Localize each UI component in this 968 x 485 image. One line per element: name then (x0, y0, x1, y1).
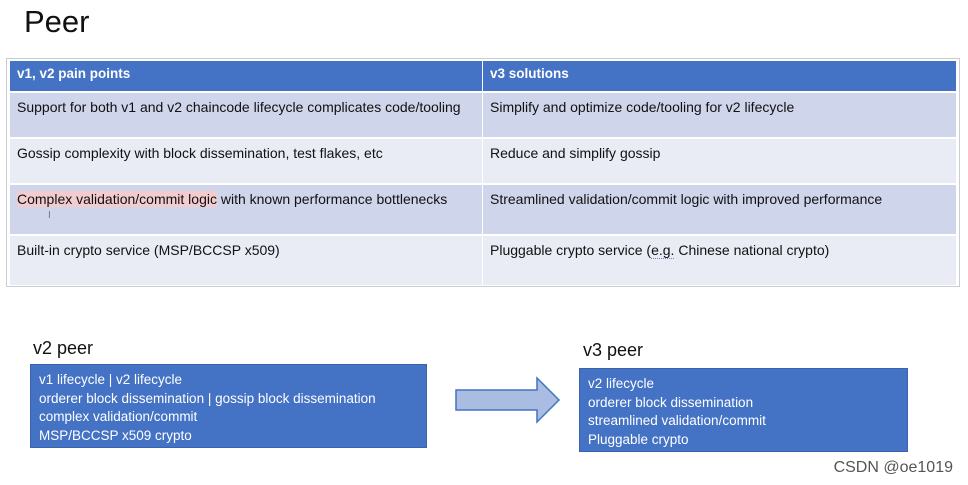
table-cell: Streamlined validation/commit logic with… (482, 183, 957, 235)
box-line: orderer block dissemination (588, 394, 754, 410)
table-row: Support for both v1 and v2 chaincode lif… (9, 91, 957, 138)
v2-peer-caption: v2 peer (33, 338, 94, 358)
v3-peer-caption: v3 peer (583, 340, 644, 360)
right-arrow-icon (455, 376, 561, 424)
v2-peer-box: v1 lifecycle | v2 lifecycle orderer bloc… (30, 364, 427, 448)
table-cell: Complex validation/commit logic with kno… (9, 183, 483, 235)
table-cell: Built-in crypto service (MSP/BCCSP x509) (9, 234, 483, 285)
table-row: Complex validation/commit logic with kno… (9, 183, 957, 235)
table-cell: Pluggable crypto service (e.g. Chinese n… (482, 234, 957, 285)
box-line: MSP/BCCSP x509 crypto (39, 427, 192, 443)
box-line: complex validation/commit (39, 409, 198, 424)
watermark: CSDN @oe1019 (833, 459, 953, 476)
text-cursor-icon: I (48, 210, 51, 221)
box-line: Pluggable crypto (588, 431, 689, 447)
cell-text: Pluggable crypto service ( (490, 242, 652, 258)
table-cell: Gossip complexity with block disseminati… (9, 137, 483, 184)
cell-text: with known performance bottlenecks (216, 191, 448, 207)
box-line: v1 lifecycle | v2 lifecycle (39, 372, 183, 387)
comparison-table: v1, v2 pain points v3 solutions Support … (9, 61, 957, 285)
box-line: orderer block dissemination | gossip blo… (39, 390, 376, 406)
column-header-pain-points: v1, v2 pain points (9, 61, 483, 93)
box-line: streamlined validation/commit (588, 413, 766, 428)
table-row: Built-in crypto service (MSP/BCCSP x509)… (9, 234, 957, 285)
table-cell: Support for both v1 and v2 chaincode lif… (9, 91, 483, 138)
table-header-row: v1, v2 pain points v3 solutions (9, 61, 957, 93)
highlighted-text: Complex validation/commit logic (17, 191, 217, 207)
box-line: v2 lifecycle (588, 376, 655, 391)
spellcheck-underlined-text: e.g. (651, 242, 675, 259)
slide-title: Peer (24, 4, 90, 39)
table-row: Gossip complexity with block disseminati… (9, 137, 957, 184)
v3-peer-box: v2 lifecycle orderer block dissemination… (579, 368, 908, 452)
table-frame (6, 58, 960, 287)
cell-text: Chinese national crypto) (674, 242, 830, 258)
table-cell: Reduce and simplify gossip (482, 137, 957, 184)
column-header-solutions: v3 solutions (482, 61, 957, 93)
table-cell: Simplify and optimize code/tooling for v… (482, 91, 957, 138)
